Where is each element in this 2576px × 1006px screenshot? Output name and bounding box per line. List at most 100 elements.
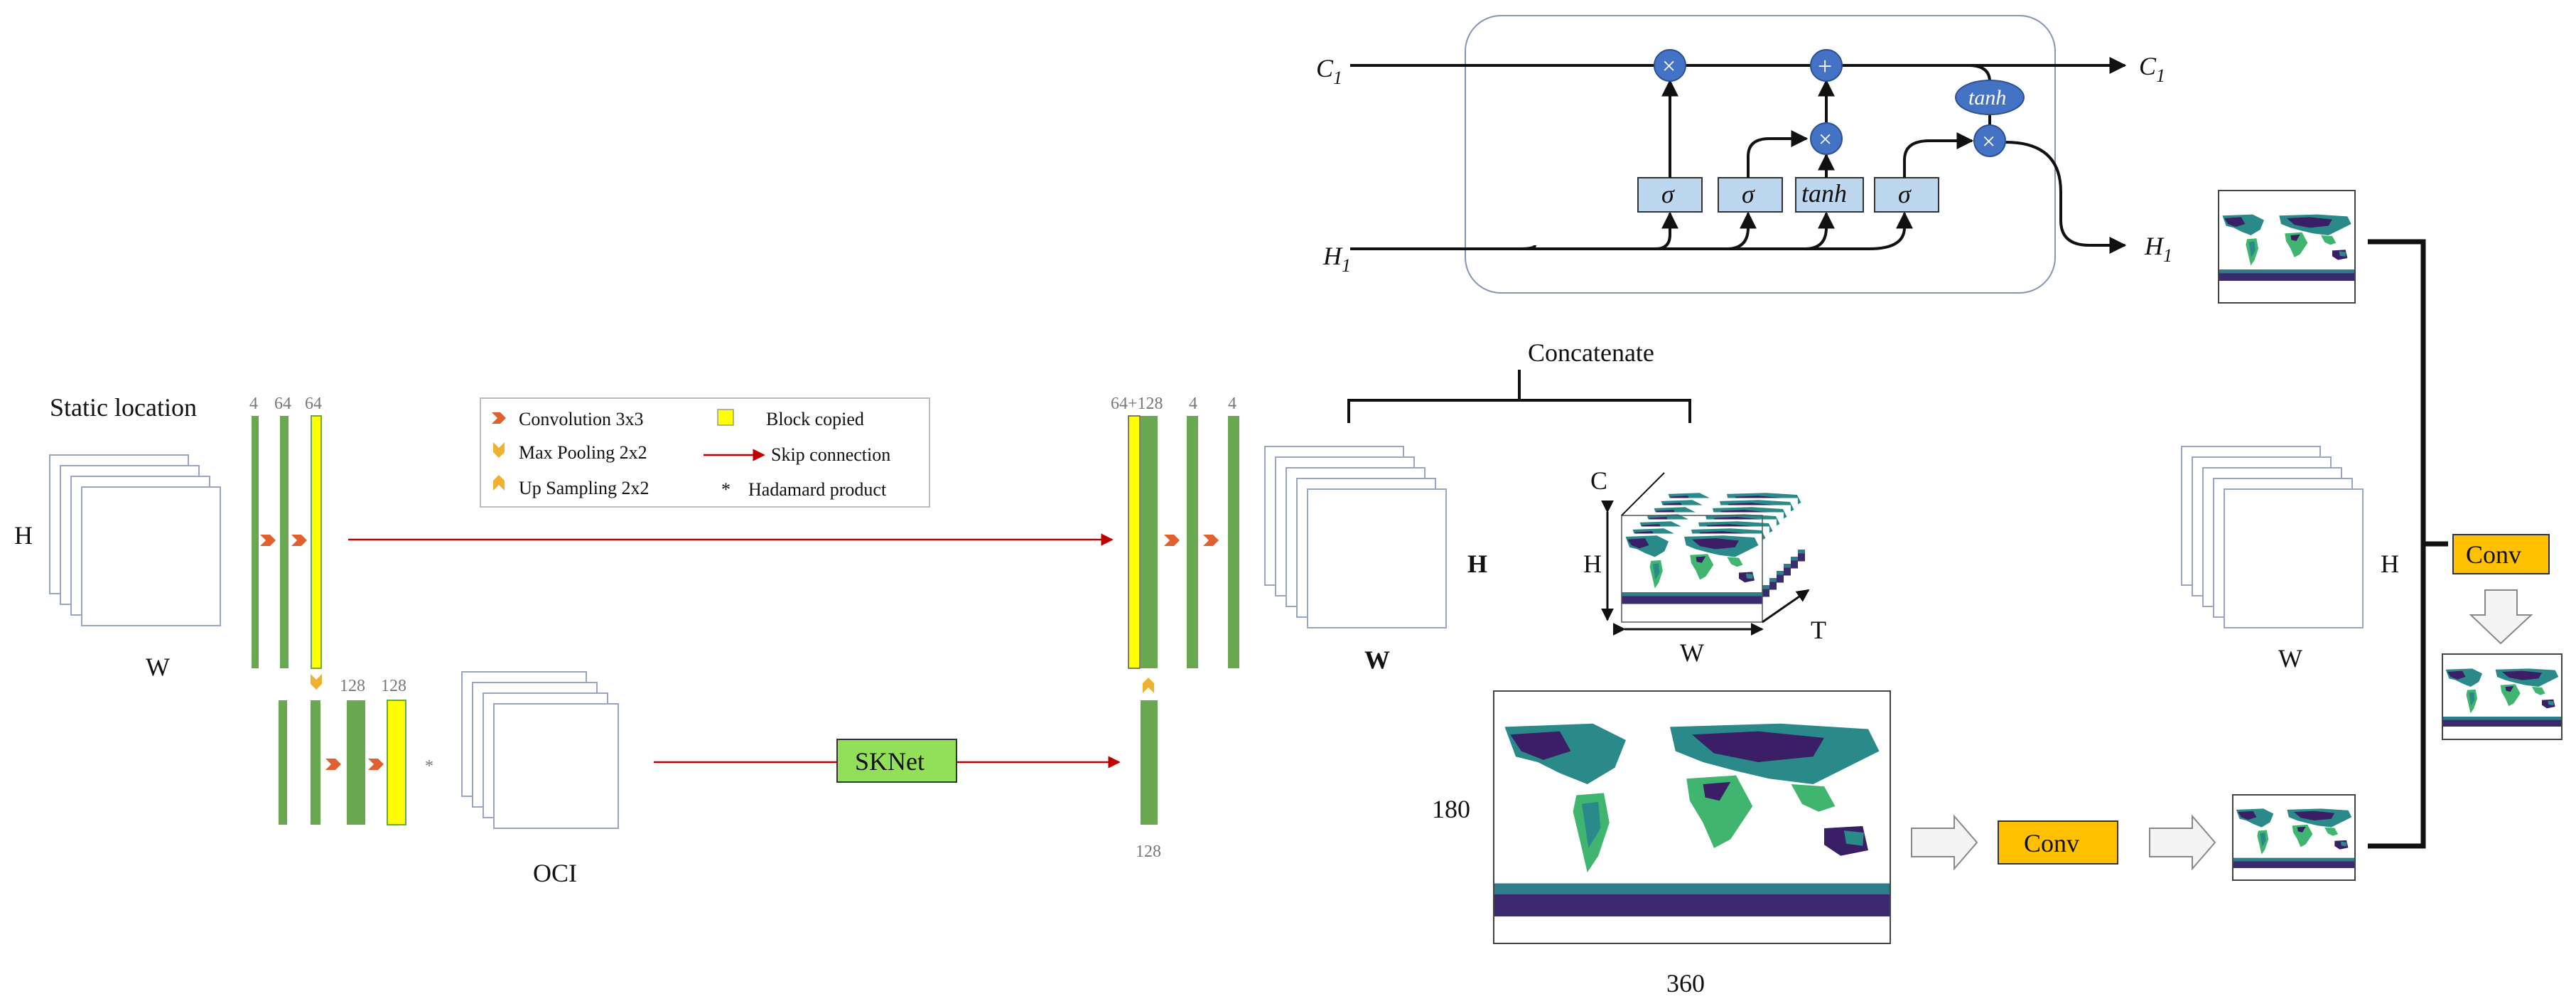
fusion-output: H W Conv: [2181, 190, 2562, 849]
unet-left: Static location H W 4 64 64 128 128 *: [14, 393, 1239, 887]
lstm-output-map: [2218, 190, 2356, 304]
down-hollow-arrow-icon: [2469, 589, 2533, 645]
input-multiply-icon: ×: [1810, 122, 1843, 155]
hidden-output-path: [2005, 141, 2127, 254]
dec-bar-1: [1141, 416, 1158, 668]
svg-text:×: ×: [1982, 129, 1995, 155]
legend-box: Convolution 3x3 Max Pooling 2x2 Up Sampl…: [480, 397, 930, 508]
conv-chevron-icon: [291, 535, 307, 546]
mid-output-stack: [1264, 446, 1447, 628]
legend-hadamard: Hadamard product: [748, 479, 887, 500]
large-world-map: [1493, 690, 1891, 944]
sknet-box: [836, 739, 957, 783]
output-to-mult: [1903, 132, 1974, 178]
enc-bar-3: [311, 415, 322, 669]
convlstm-cell: σ σ tanh σ × + ×: [1316, 15, 2172, 294]
h-out-label: H1: [2144, 232, 2172, 266]
final-output-map: [2442, 653, 2562, 740]
sigma-output: σ: [1898, 180, 1912, 208]
forget-multiply-icon: ×: [1654, 49, 1686, 82]
input-to-mult: [1747, 130, 1809, 178]
svg-text:×: ×: [1662, 53, 1676, 80]
lstm-cell-box: [1465, 15, 2056, 294]
hadamard-mark: *: [425, 757, 433, 776]
concatenate-brace: [1347, 370, 1691, 423]
map-dim-width: 360: [1666, 969, 1705, 997]
enc2-channel-1: 128: [340, 677, 365, 695]
conv-chevron-icon: [368, 759, 384, 770]
legend-conv: Convolution 3x3: [519, 409, 644, 429]
merge-bracket: [2368, 239, 2448, 849]
enc2-bar-1: [279, 700, 287, 825]
c-out-label: C1: [2139, 52, 2165, 86]
conv-output-map: [2232, 794, 2356, 881]
enc-channel-2: 64: [274, 395, 291, 413]
hollow-arrow-icon: [2149, 814, 2216, 871]
static-stack-h: H: [14, 521, 33, 550]
right-conv-box: [2452, 534, 2550, 574]
static-input-stack: [49, 454, 221, 626]
sigma-input: σ: [1742, 180, 1755, 208]
right-stack-w: W: [2278, 644, 2302, 673]
mid-stack-h: H: [1467, 550, 1487, 578]
conv-box: [1998, 820, 2118, 865]
sknet-label: SKNet: [855, 747, 925, 776]
upsample-legend-icon: [493, 475, 505, 491]
gate-wire-forget: [1655, 211, 1678, 250]
cube-t: T: [1811, 616, 1826, 644]
conv-chevron-icon: [260, 535, 276, 546]
feature-maps: H W Concatenate C H W T 180 360: [1264, 338, 2356, 997]
cell-to-tanh: [1968, 64, 1991, 82]
dec-bar-2: [1187, 416, 1198, 668]
block-copied-legend-icon: [717, 409, 734, 426]
static-location-label: Static location: [50, 393, 197, 422]
sigma-gate-input: σ: [1718, 177, 1783, 213]
mid-stack-w: W: [1364, 646, 1390, 674]
enc2-channel-2: 128: [381, 677, 406, 695]
output-tanh-oval: tanh: [1955, 80, 2025, 115]
gate-wire-input: [1726, 211, 1757, 250]
conv-legend-icon: [492, 412, 506, 424]
oci-label: OCI: [533, 859, 577, 887]
conv-label: Conv: [2024, 829, 2079, 857]
add-icon: +: [1810, 49, 1843, 82]
dec-channel-3: 4: [1228, 395, 1236, 413]
legend-pool: Max Pooling 2x2: [519, 442, 647, 463]
static-stack-w: W: [146, 653, 170, 681]
legend-up: Up Sampling 2x2: [519, 478, 649, 498]
enc-channel-3: 64: [305, 395, 322, 413]
legend-copied: Block copied: [766, 409, 864, 429]
enc-bar-1: [252, 416, 259, 668]
gate-wire: [1520, 245, 1536, 250]
enc2-bar-3: [347, 700, 365, 825]
c-in-label: C1: [1316, 54, 1342, 88]
map-dim-height: 180: [1432, 795, 1470, 823]
output-multiply-icon: ×: [1973, 124, 2006, 157]
right-stack: [2181, 446, 2364, 628]
tanh-gate-label: tanh: [1801, 179, 1847, 208]
enc2-bar-4: [387, 700, 406, 825]
enc-bar-2: [280, 416, 289, 668]
dec-channel-2: 4: [1189, 395, 1197, 413]
hollow-arrow-icon: [1911, 814, 1978, 871]
maxpool-legend-icon: [493, 442, 505, 458]
upsample-chevron-icon: [1143, 678, 1154, 693]
svg-text:+: +: [1818, 52, 1832, 80]
maxpool-chevron-icon: [311, 674, 322, 690]
dec-bar-copied: [1128, 415, 1141, 669]
cube-h: H: [1583, 550, 1602, 578]
right-stack-h: H: [2381, 550, 2399, 578]
sigma-forget: σ: [1661, 180, 1675, 208]
dec-bottom-bar: [1141, 700, 1158, 825]
cube-w: W: [1680, 638, 1704, 667]
cube-c: C: [1590, 466, 1607, 495]
legend-hadamard-symbol: *: [721, 479, 731, 500]
tanh-gate: tanh: [1795, 177, 1864, 213]
legend-skip: Skip connection: [771, 444, 890, 465]
gate-wire-candidate: [1804, 211, 1835, 250]
svg-text:×: ×: [1818, 127, 1832, 153]
dec-channel-1: 64+128: [1111, 395, 1163, 413]
right-conv-label: Conv: [2466, 540, 2521, 569]
enc-channel-1: 4: [249, 395, 258, 413]
